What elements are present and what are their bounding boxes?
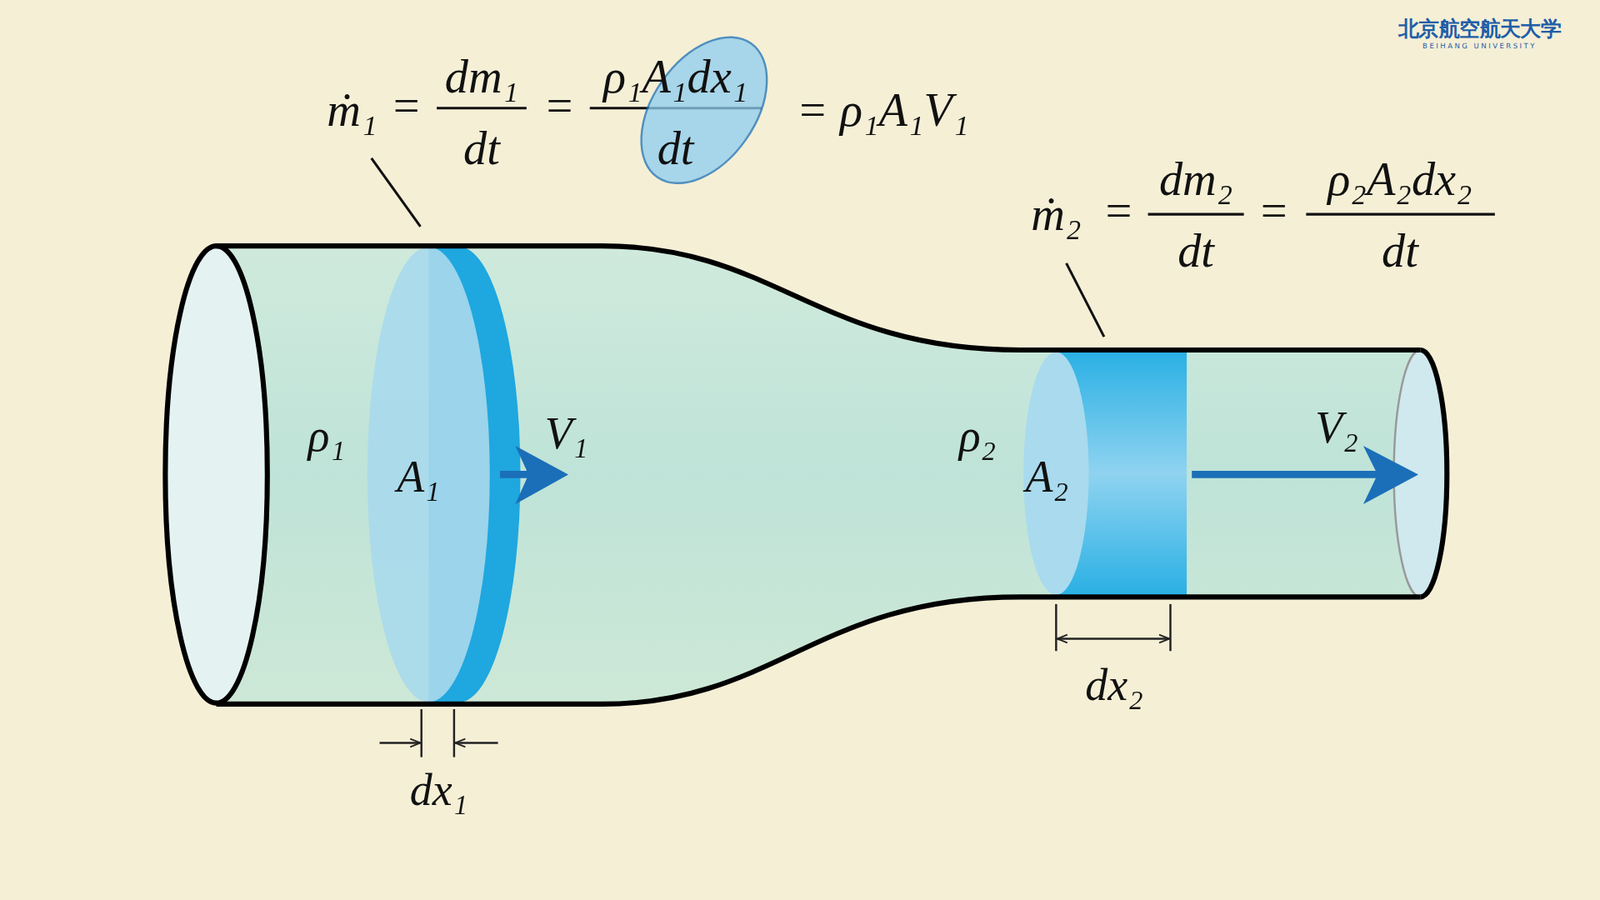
equals-sign: =: [543, 82, 575, 130]
numerator: dm₁: [445, 54, 519, 101]
tube-body: [216, 245, 1421, 705]
velocity-label: V₂: [1315, 405, 1359, 451]
area-label: A₁: [396, 455, 440, 500]
highlight-ellipse: [615, 14, 794, 207]
numerator: dm₂: [1159, 155, 1233, 203]
velocity-arrowhead: [1363, 445, 1419, 505]
mass-flow-symbol: ṁ₁: [326, 86, 377, 134]
denominator: dt: [1177, 227, 1215, 275]
dimension-tick: [453, 709, 455, 758]
tube-bottom-wall: [216, 596, 1421, 705]
dimension-tick: [1055, 604, 1057, 651]
denominator: dt: [463, 125, 500, 173]
density-label: ρ₁: [308, 414, 346, 460]
watermark: BEIHANG UNIVERSITY: [1422, 43, 1537, 51]
tube-top-wall: [216, 245, 1421, 350]
dimension-tick: [1169, 604, 1171, 651]
area-label: A₂: [1025, 455, 1069, 500]
leader-line: [1066, 263, 1105, 337]
fraction-bar: [1148, 213, 1245, 216]
equals-sign: =: [390, 82, 422, 130]
mass-flow-symbol: ṁ₂: [1030, 190, 1081, 238]
density-label: ρ₂: [959, 414, 997, 460]
numerator: ρ₂A₂dx₂: [1327, 155, 1472, 203]
leader-line: [371, 158, 421, 227]
equals-sign: =: [1102, 187, 1135, 235]
equals-sign: =: [1257, 187, 1290, 235]
denominator: dt: [657, 125, 695, 173]
inlet-face: [165, 245, 267, 704]
numerator: ρ₁A₁dx₁: [603, 54, 748, 101]
velocity-label: V₁: [545, 410, 589, 456]
dimension-label: dx₁: [410, 768, 469, 814]
disc-face: [367, 246, 490, 702]
dimension-label: dx₂: [1085, 663, 1144, 709]
watermark: 北京航空航天大学: [1398, 18, 1562, 39]
dimension-arrow: [380, 741, 421, 744]
fraction-bar: [1305, 213, 1495, 216]
dimension-tick: [420, 709, 422, 758]
dimension-arrow: [455, 741, 498, 744]
denominator: dt: [1381, 227, 1419, 275]
equation-result: = ρ₁A₁V₁: [796, 86, 970, 134]
outlet-rim: [1420, 350, 1447, 597]
slab-face: [1023, 351, 1089, 595]
velocity-arrow: [1191, 470, 1383, 479]
dimension-arrow: [1057, 637, 1170, 640]
fraction-bar: [436, 106, 527, 110]
